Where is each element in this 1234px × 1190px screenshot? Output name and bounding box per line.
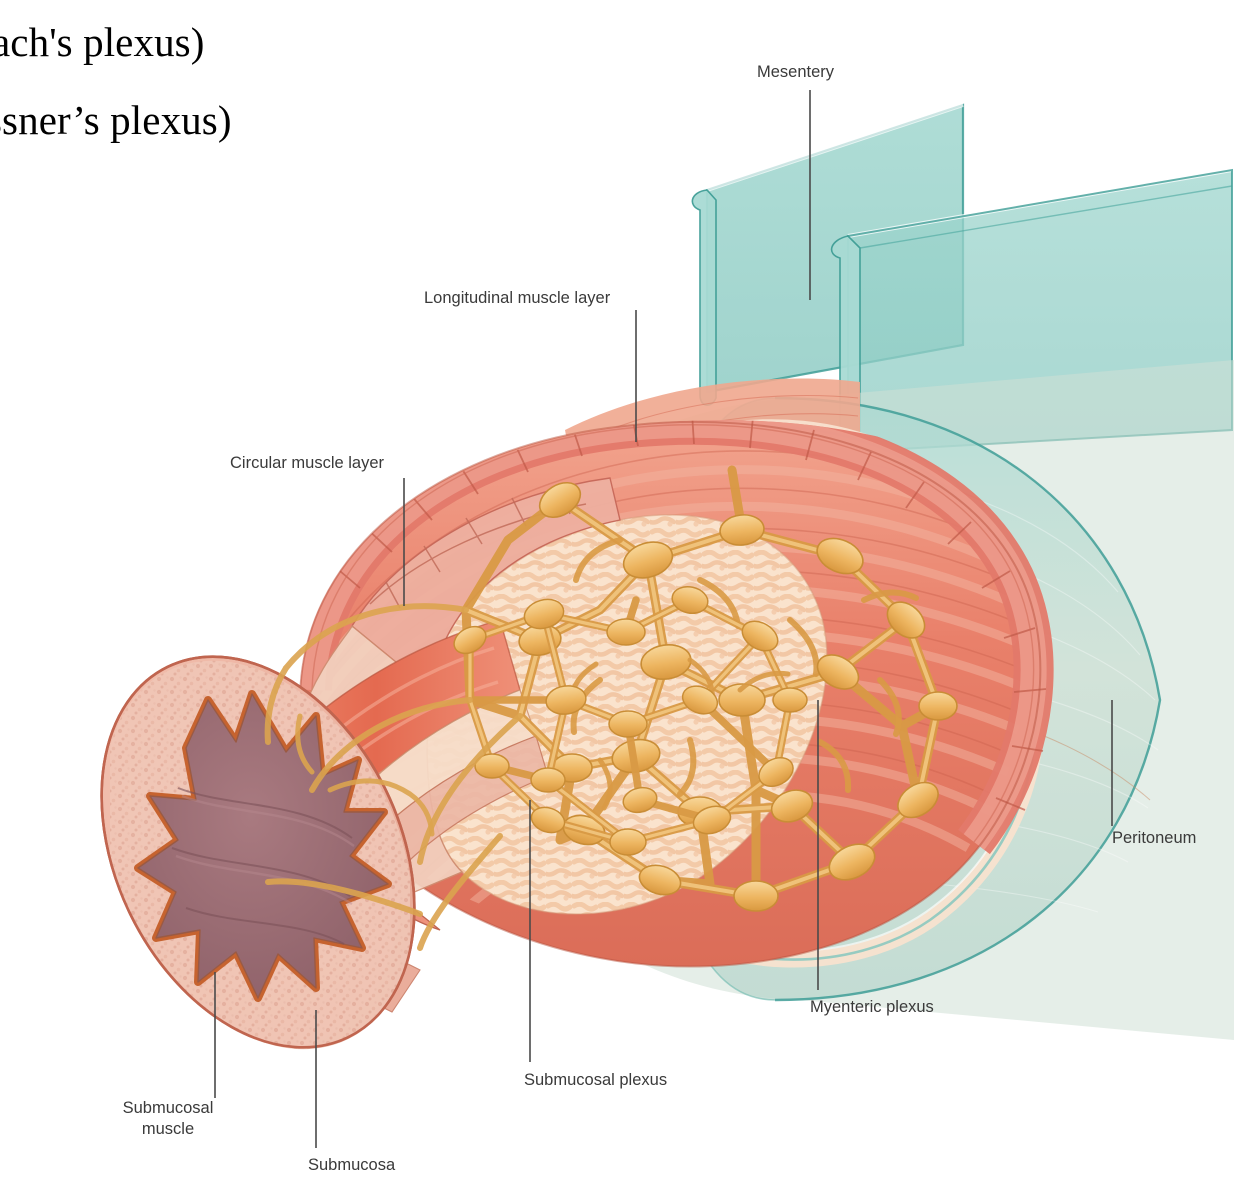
label-longitudinal-muscle-layer: Longitudinal muscle layer	[424, 289, 611, 307]
label-circular-muscle-layer: Circular muscle layer	[230, 454, 385, 472]
plexus-networks	[264, 465, 958, 951]
title-line-2: ssner’s plexus)	[0, 97, 232, 143]
label-submucosa: Submucosa	[308, 1156, 396, 1174]
longitudinal-muscle-layer-band	[300, 420, 1054, 855]
label-submucosal-plexus: Submucosal plexus	[524, 1071, 668, 1089]
lumen-mucosa	[134, 690, 392, 1002]
title-line-1: ach's plexus)	[0, 19, 205, 65]
submucosal-plexus	[453, 585, 808, 856]
leader-lines	[214, 90, 1113, 1148]
label-submucosal-muscle: Submucosal muscle	[108, 1098, 228, 1140]
label-mesentery: Mesentery	[757, 63, 835, 81]
nerve-strands-cut-face	[264, 603, 523, 951]
submucosal-ganglia	[453, 585, 808, 856]
label-submucosal-muscle-line2: muscle	[141, 1120, 195, 1138]
myenteric-ganglia	[518, 481, 958, 912]
label-peritoneum: Peritoneum	[1112, 829, 1197, 847]
label-submucosal-muscle-line1: Submucosal	[122, 1099, 214, 1117]
label-myenteric-plexus: Myenteric plexus	[810, 998, 934, 1016]
